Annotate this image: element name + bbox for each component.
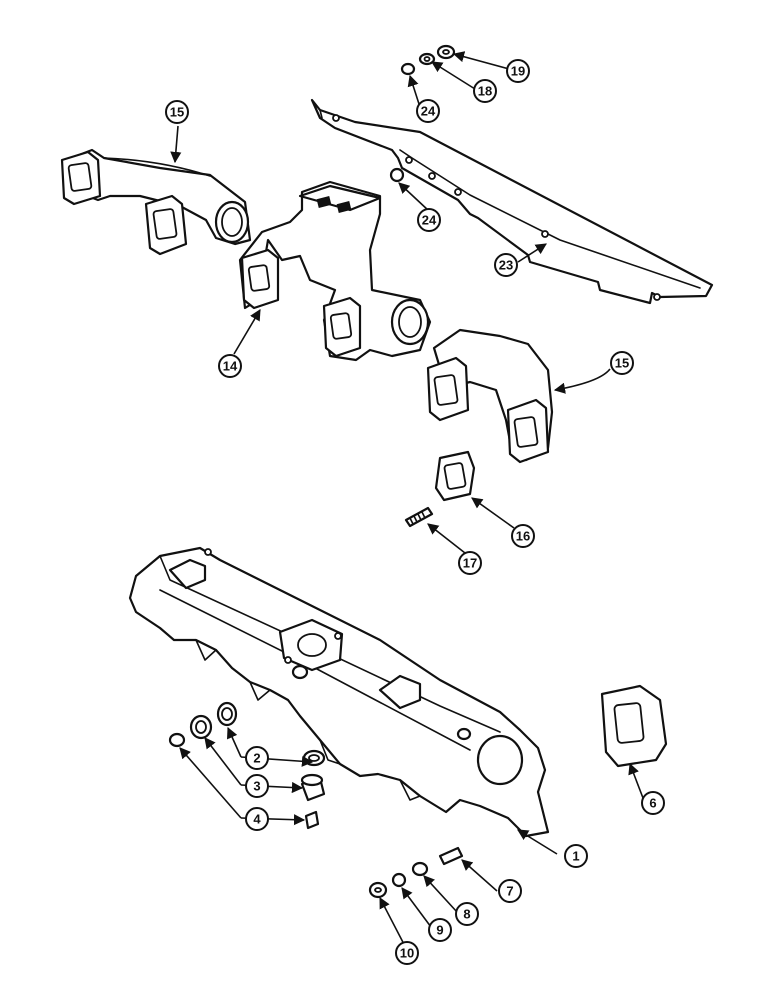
gasket-16-part <box>434 450 476 502</box>
washer-18-part <box>418 52 436 66</box>
callout-24-mid-label: 24 <box>422 213 437 228</box>
callout-18-label: 18 <box>478 84 492 99</box>
callout-17: 17 <box>458 551 482 575</box>
nut-10-part <box>368 881 388 899</box>
manifold-elbow-left-part <box>60 148 252 256</box>
washer-8-part <box>411 861 429 877</box>
callout-24-top-label: 24 <box>421 104 436 119</box>
callout-4: 4 <box>245 807 269 831</box>
heat-shield-part <box>310 98 714 305</box>
plug-3-part <box>189 714 213 740</box>
callout-23: 23 <box>494 253 518 277</box>
washer-2b-part <box>302 749 326 767</box>
callout-10: 10 <box>395 941 419 965</box>
callout-7: 7 <box>498 879 522 903</box>
callout-2: 2 <box>245 746 269 770</box>
callout-3: 3 <box>245 774 269 798</box>
stud-7-part <box>438 846 464 866</box>
callout-14: 14 <box>218 354 242 378</box>
callout-4-label: 4 <box>253 812 261 827</box>
callout-16: 16 <box>511 524 535 548</box>
exhaust-manifold-main-part <box>128 546 550 838</box>
callout-24-mid: 24 <box>417 208 441 232</box>
callout-10-label: 10 <box>400 946 414 961</box>
callout-8-label: 8 <box>463 907 470 922</box>
callout-24-top: 24 <box>416 99 440 123</box>
washer-24-mid-part <box>389 167 405 183</box>
callout-6-label: 6 <box>649 796 656 811</box>
callout-17-label: 17 <box>463 556 477 571</box>
nut-19-part <box>436 44 456 60</box>
gasket-6-part <box>600 684 668 768</box>
stud-17-part <box>404 506 434 528</box>
washer-24-top-part <box>400 62 416 76</box>
callout-15-right: 15 <box>610 351 634 375</box>
callout-18: 18 <box>473 79 497 103</box>
callout-19: 19 <box>506 59 530 83</box>
callout-15-right-label: 15 <box>615 356 629 371</box>
callout-2-label: 2 <box>253 751 260 766</box>
callout-3-label: 3 <box>253 779 260 794</box>
callout-7-label: 7 <box>506 884 513 899</box>
plug-4b-part <box>304 810 320 830</box>
callout-9-label: 9 <box>436 923 443 938</box>
leader-lines <box>170 51 644 951</box>
callout-1: 1 <box>564 844 588 868</box>
callout-1-label: 1 <box>572 849 579 864</box>
callout-19-label: 19 <box>511 64 525 79</box>
callout-16-label: 16 <box>516 529 530 544</box>
callout-14-label: 14 <box>223 359 238 374</box>
callout-9: 9 <box>428 918 452 942</box>
center-manifold-part <box>238 180 432 362</box>
callout-15-left: 15 <box>165 100 189 124</box>
lockwasher-9-part <box>391 872 407 888</box>
plug-3b-part <box>300 773 326 802</box>
callout-15-left-label: 15 <box>170 105 184 120</box>
callout-23-label: 23 <box>499 258 513 273</box>
manifold-elbow-right-part <box>426 328 554 464</box>
plug-4-part <box>168 732 186 748</box>
callout-8: 8 <box>455 902 479 926</box>
callout-6: 6 <box>641 791 665 815</box>
washer-2-part <box>216 701 238 727</box>
